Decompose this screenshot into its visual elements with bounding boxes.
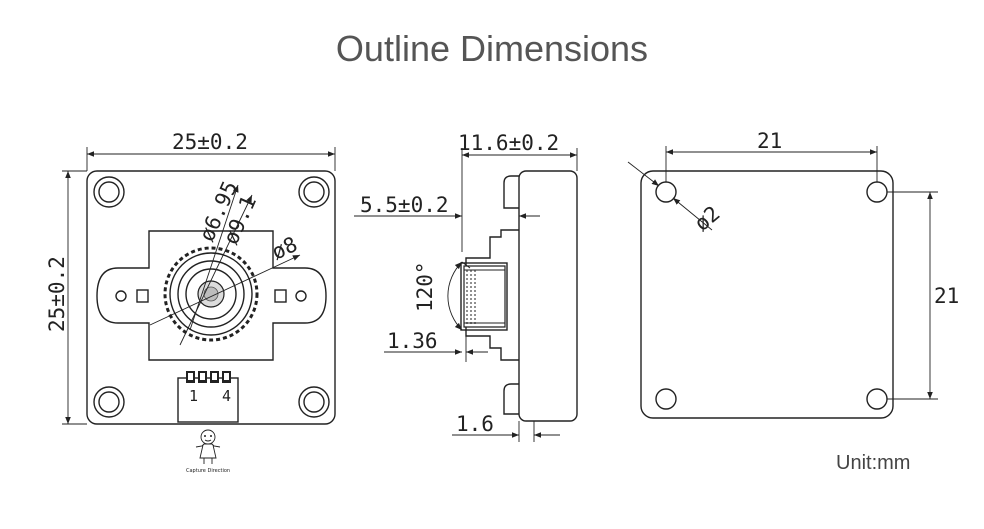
dim-hole-spacing-x: 21 (757, 129, 782, 153)
front-board-outline (86, 170, 336, 425)
dim-side-lens: 5.5±0.2 (360, 193, 449, 217)
back-board-outline (640, 170, 894, 419)
pin-1-label: 1 (189, 387, 198, 405)
back-mounting-hole (866, 181, 888, 203)
dim-side-board: 1.6 (456, 412, 494, 436)
dim-side-offset: 1.36 (387, 329, 438, 353)
front-mounting-hole (298, 386, 330, 418)
pin-4-label: 4 (222, 387, 231, 405)
back-view: 21 21 ø2 (627, 129, 959, 419)
dim-field-of-view: 120° (413, 261, 437, 312)
dim-front-width: 25±0.2 (172, 130, 248, 154)
dim-front-height: 25±0.2 (45, 256, 69, 332)
page-title: Outline Dimensions (335, 28, 649, 69)
dim-hole-diameter: ø2 (690, 201, 725, 236)
lens-outer-ring (163, 246, 259, 342)
dim-side-depth: 11.6±0.2 (458, 131, 559, 155)
side-view: 11.6±0.2 5.5±0.2 120° 1.36 1.6 (354, 131, 578, 442)
back-mounting-hole (866, 388, 888, 410)
side-board (518, 170, 578, 422)
unit-label: Unit:mm (836, 452, 911, 474)
back-mounting-hole (655, 388, 677, 410)
side-lens (463, 265, 506, 328)
front-mounting-hole (298, 176, 330, 208)
dim-hole-spacing-y: 21 (934, 284, 959, 308)
capture-direction-caption: Capture Direction (186, 468, 230, 474)
lens-holder-outline (96, 230, 327, 361)
front-view: ø6.95 ø9.1 ø8 1 4 25±0.2 25±0.2 (45, 130, 336, 474)
front-mounting-hole (93, 176, 125, 208)
back-mounting-hole (655, 181, 677, 203)
front-mounting-hole (93, 386, 125, 418)
connector (177, 371, 239, 423)
capture-direction-figure-icon (195, 429, 221, 464)
